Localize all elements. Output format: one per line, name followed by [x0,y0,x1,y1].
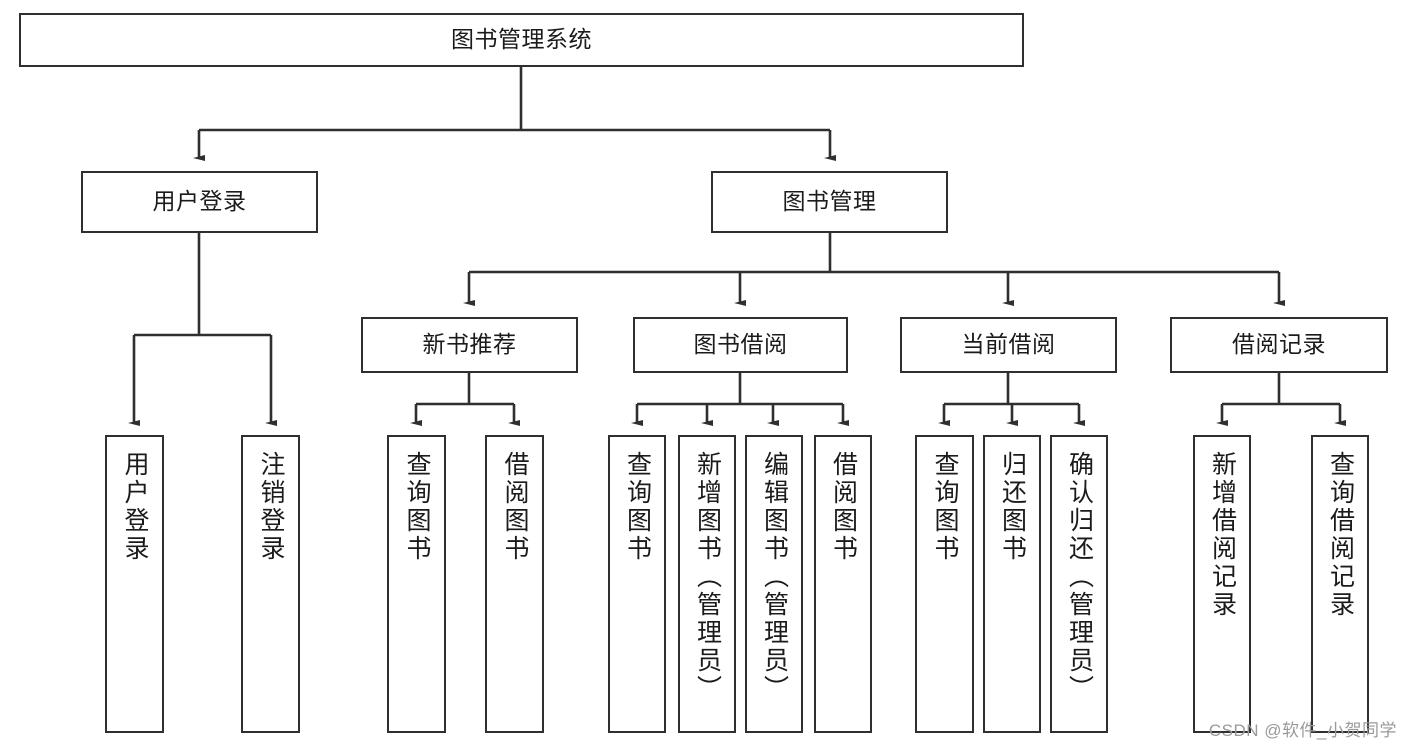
node-book-management[interactable]: 图书管理 [711,171,948,233]
leaf-return-book[interactable]: 归还图书 [983,435,1041,733]
leaf-logout[interactable]: 注销登录 [241,435,300,733]
leaf-edit-book-admin[interactable]: 编辑图书（管理员） [745,435,803,733]
node-label: 注销登录 [257,451,285,563]
leaf-query-book-current[interactable]: 查询图书 [915,435,974,733]
node-label: 查询图书 [931,451,959,563]
node-label: 图书管理 [782,188,877,215]
node-user-login[interactable]: 用户登录 [81,171,318,233]
leaf-confirm-return-admin[interactable]: 确认归还（管理员） [1050,435,1108,733]
node-label: 查询图书 [623,451,652,563]
node-label: 图书管理系统 [451,26,592,53]
leaf-query-book-borrow[interactable]: 查询图书 [608,435,666,733]
node-root[interactable]: 图书管理系统 [19,13,1024,67]
node-label: 新增图书（管理员） [693,451,722,703]
node-label: 借阅图书 [501,451,529,563]
node-label: 新增借阅记录 [1208,451,1237,619]
node-borrow-record[interactable]: 借阅记录 [1170,317,1388,373]
leaf-borrow-book[interactable]: 借阅图书 [814,435,872,733]
watermark: CSDN @软件_小贺同学 [1208,721,1397,740]
node-label: 当前借阅 [961,331,1056,358]
leaf-add-borrow-record[interactable]: 新增借阅记录 [1193,435,1251,733]
leaf-user-login[interactable]: 用户登录 [105,435,164,733]
node-label: 用户登录 [152,188,247,215]
node-label: 用户登录 [121,451,149,563]
leaf-query-book-recommend[interactable]: 查询图书 [387,435,446,733]
node-label: 查询借阅记录 [1326,451,1355,619]
node-label: 确认归还（管理员） [1065,451,1094,703]
node-label: 新书推荐 [422,331,517,358]
node-label: 借阅记录 [1232,331,1326,358]
node-label: 借阅图书 [829,451,858,563]
leaf-add-book-admin[interactable]: 新增图书（管理员） [678,435,736,733]
leaf-borrow-book-recommend[interactable]: 借阅图书 [485,435,544,733]
node-label: 编辑图书（管理员） [760,451,789,703]
leaf-query-borrow-record[interactable]: 查询借阅记录 [1311,435,1369,733]
node-book-borrow[interactable]: 图书借阅 [633,317,848,373]
node-label: 查询图书 [403,451,431,563]
node-label: 图书借阅 [693,331,788,358]
node-label: 归还图书 [998,451,1027,563]
node-new-book-recommend[interactable]: 新书推荐 [361,317,578,373]
node-current-borrow[interactable]: 当前借阅 [900,317,1117,373]
